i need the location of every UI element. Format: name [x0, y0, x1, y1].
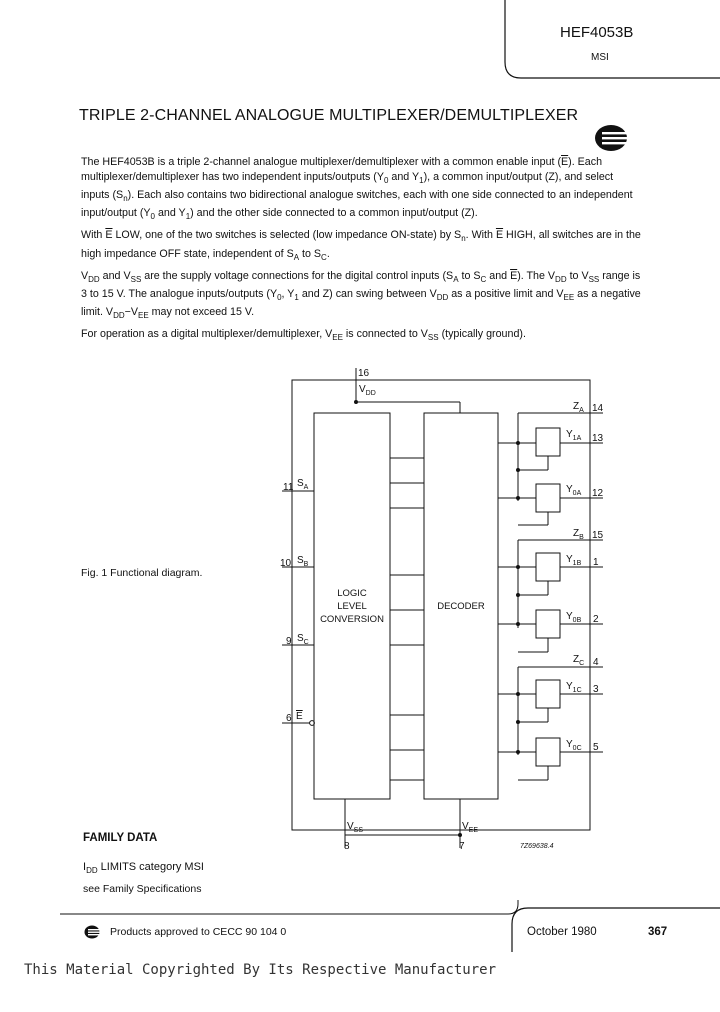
label-y1b: Y1B	[566, 554, 582, 567]
label-sb: SB	[297, 555, 309, 568]
copyright-notice: This Material Copyrighted By Its Respect…	[24, 962, 497, 978]
approval-note: Products approved to CECC 90 104 0	[110, 926, 287, 938]
description: The HEF4053B is a triple 2-channel analo…	[81, 155, 641, 349]
footer-rules	[60, 900, 720, 952]
label-e: E	[296, 711, 303, 722]
label-vss: VSS	[347, 821, 363, 834]
page-number: 367	[648, 926, 668, 938]
pin-y1a-number: 13	[592, 433, 604, 444]
description-para-2: With E LOW, one of the two switches is s…	[81, 229, 641, 262]
label-sc: SC	[297, 633, 309, 646]
pin-y1b-number: 1	[593, 557, 599, 568]
idd-limits: IDD LIMITS category MSI	[83, 861, 204, 876]
pin-vdd-number: 16	[358, 368, 370, 379]
label-y0c: Y0C	[566, 739, 582, 752]
manufacturer-logo	[595, 125, 628, 151]
decoder-label: DECODER	[437, 601, 485, 612]
logic-label-3: CONVERSION	[320, 614, 384, 625]
part-number: HEF4053B	[560, 24, 634, 41]
label-zc: ZC	[573, 654, 584, 667]
pin-y1c-number: 3	[593, 684, 599, 695]
label-y1a: Y1A	[566, 429, 582, 442]
functional-diagram: 16 VDD LOGIC LEVEL CONVERSION DECODER 11…	[280, 368, 604, 852]
switch-y1a	[535, 427, 561, 457]
pin-y0a-number: 12	[592, 488, 604, 499]
logic-label-2: LEVEL	[337, 601, 367, 612]
label-vdd: VDD	[359, 384, 376, 397]
pin-y0b-number: 2	[593, 614, 599, 625]
logic-level-block	[313, 412, 391, 800]
logic-label-1: LOGIC	[337, 588, 367, 599]
pin-sb-number: 10	[280, 558, 292, 569]
pin-y0c-number: 5	[593, 742, 599, 753]
pin-zc-number: 4	[593, 657, 599, 668]
label-y1c: Y1C	[566, 681, 582, 694]
label-vee: VEE	[462, 821, 478, 834]
switch-y0a	[535, 483, 561, 513]
pin-e-number: 6	[286, 713, 292, 724]
label-y0a: Y0A	[566, 484, 582, 497]
decoder-block	[423, 412, 499, 800]
pin-sa-number: 11	[283, 482, 294, 493]
label-y0b: Y0B	[566, 611, 582, 624]
pin-vee-number: 7	[459, 841, 465, 852]
ic-outline	[291, 379, 591, 831]
pin-zb-number: 15	[592, 530, 604, 541]
drawing-code: 7Z69638.4	[520, 843, 554, 850]
publication-date: October 1980	[527, 926, 597, 938]
pin-sc-number: 9	[286, 636, 292, 647]
label-za: ZA	[573, 401, 584, 414]
part-category: MSI	[591, 52, 609, 63]
description-para-4: For operation as a digital multiplexer/d…	[81, 328, 526, 343]
page-title: TRIPLE 2-CHANNEL ANALOGUE MULTIPLEXER/DE…	[79, 107, 579, 124]
figure-caption: Fig. 1 Functional diagram.	[81, 567, 203, 579]
footer-logo-icon	[84, 925, 100, 939]
switch-y0c	[535, 737, 561, 767]
description-para-3: VDD and VSS are the supply voltage conne…	[81, 269, 641, 321]
switch-y1b	[535, 552, 561, 582]
label-zb: ZB	[573, 528, 584, 541]
switch-y0b	[535, 609, 561, 639]
label-sa: SA	[297, 478, 309, 491]
header-rules	[504, 0, 720, 79]
switch-y1c	[535, 679, 561, 709]
pin-vss-number: 8	[344, 841, 350, 852]
description-para-1: The HEF4053B is a triple 2-channel analo…	[81, 156, 633, 222]
family-data-title: FAMILY DATA	[83, 832, 158, 844]
pin-za-number: 14	[592, 403, 604, 414]
family-spec-reference: see Family Specifications	[83, 883, 202, 895]
